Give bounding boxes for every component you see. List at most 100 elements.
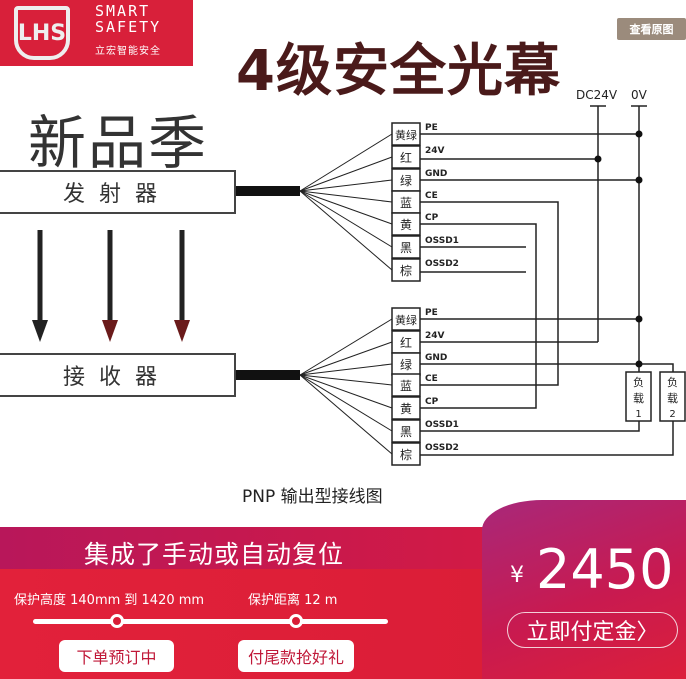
fan-wire [299, 190, 393, 248]
load-label: 载 [667, 392, 678, 405]
signal-label: GND [425, 169, 447, 179]
slogan: 集成了手动或自动复位 [84, 540, 345, 569]
pin-box [391, 419, 421, 443]
season-label: 新品季 [28, 109, 209, 177]
fan-wire [299, 374, 393, 409]
pin-box [391, 145, 421, 169]
pin-color-label: 黄 [400, 218, 412, 232]
pin-box [391, 212, 421, 236]
diagram-caption: PNP 输出型接线图 [242, 487, 383, 507]
signal-label: CE [425, 191, 438, 201]
signal-label: 24V [425, 146, 445, 156]
pin-color-label: 棕 [400, 263, 412, 278]
pin-color-label: 蓝 [400, 379, 412, 393]
timeline-track [33, 619, 388, 624]
junction-dot [635, 315, 643, 323]
load-number: 1 [635, 409, 641, 420]
load-label: 载 [633, 392, 644, 405]
fan-wire [299, 318, 393, 376]
junction-dot [635, 130, 643, 138]
pin-box [391, 396, 421, 420]
arrow-head [102, 320, 118, 342]
pin-color-label: 黄绿 [395, 313, 417, 327]
signal-label: 24V [425, 331, 445, 341]
signal-label: CP [425, 213, 439, 223]
receiver-unit: 接收器 [0, 353, 236, 397]
signal-label: PE [425, 123, 438, 133]
dc24v-label: DC24V [576, 88, 618, 102]
pin-box [391, 442, 421, 466]
junction-dot [635, 176, 643, 184]
wires [236, 133, 674, 456]
signal-label: GND [425, 353, 447, 363]
arrow-head [174, 320, 190, 342]
fan-wire [299, 374, 393, 386]
pin-color-label: 绿 [400, 357, 412, 372]
pin-color-label: 黑 [400, 425, 412, 439]
cable [236, 370, 300, 380]
price-panel [482, 500, 686, 679]
pay-deposit-button[interactable]: 立即付定金〉 [507, 612, 678, 648]
wire-ossd1 [420, 421, 640, 432]
logo-text: SAFETY [95, 18, 162, 36]
currency-symbol: ¥ [510, 563, 524, 588]
load-box [625, 371, 652, 422]
signal-label: CE [425, 374, 438, 384]
signal-label: PE [425, 308, 438, 318]
pin-color-label: 绿 [400, 173, 412, 188]
view-original-button[interactable]: 查看原图 [617, 18, 686, 40]
arrow-head [32, 320, 48, 342]
signal-label: OSSD1 [425, 236, 459, 246]
pin-box [391, 258, 421, 282]
pin-color-label: 黄 [400, 402, 412, 416]
load-box [659, 371, 686, 422]
fan-wire [299, 190, 393, 225]
pin-box [391, 122, 421, 146]
signal-label: OSSD2 [425, 259, 459, 269]
pin-color-label: 红 [400, 150, 412, 165]
load-number: 2 [669, 409, 675, 420]
wire-ce [420, 201, 559, 386]
signal-label: OSSD1 [425, 420, 459, 430]
zero-volt-label: 0V [631, 88, 648, 102]
preorder-tag[interactable]: 下单预订中 [59, 640, 174, 672]
logo-text: 立宏智能安全 [95, 46, 161, 57]
timeline-node [289, 614, 303, 628]
signal-label: OSSD2 [425, 443, 459, 453]
load-label: 负 [633, 375, 644, 389]
timeline-node [110, 614, 124, 628]
price-value: 2450 [536, 538, 674, 601]
spec-distance: 保护距离 12 m [248, 593, 338, 608]
arrows [32, 230, 190, 342]
brand-logo: LHS SMART SAFETY 立宏智能安全 [0, 0, 193, 66]
load-label: 负 [667, 375, 678, 389]
wire-gnd [420, 363, 674, 372]
fan-wire [299, 190, 393, 271]
pin-color-label: 黄绿 [395, 128, 417, 142]
wire-ossd2 [420, 421, 674, 456]
logo-mark: LHS [14, 6, 70, 60]
fan-wire [299, 133, 393, 192]
cable [236, 186, 300, 196]
fan-wire [299, 156, 393, 192]
fan-wire [299, 190, 393, 203]
pin-color-label: 蓝 [400, 196, 412, 210]
emitter-unit: 发射器 [0, 170, 236, 214]
fan-wire [299, 363, 393, 376]
wire-cp [420, 223, 537, 409]
fan-wire [299, 374, 393, 432]
pin-box [391, 307, 421, 331]
final-payment-tag[interactable]: 付尾款抢好礼 [238, 640, 354, 672]
fan-wire [299, 179, 393, 192]
slogan-strip [0, 527, 490, 569]
logo-text: SMART [95, 2, 151, 20]
pin-color-label: 黑 [400, 241, 412, 255]
signal-label: CP [425, 397, 439, 407]
product-title: 4级安全光幕 [236, 39, 561, 104]
junction-dot [594, 155, 602, 163]
pin-box [391, 235, 421, 259]
fan-wire [299, 341, 393, 376]
